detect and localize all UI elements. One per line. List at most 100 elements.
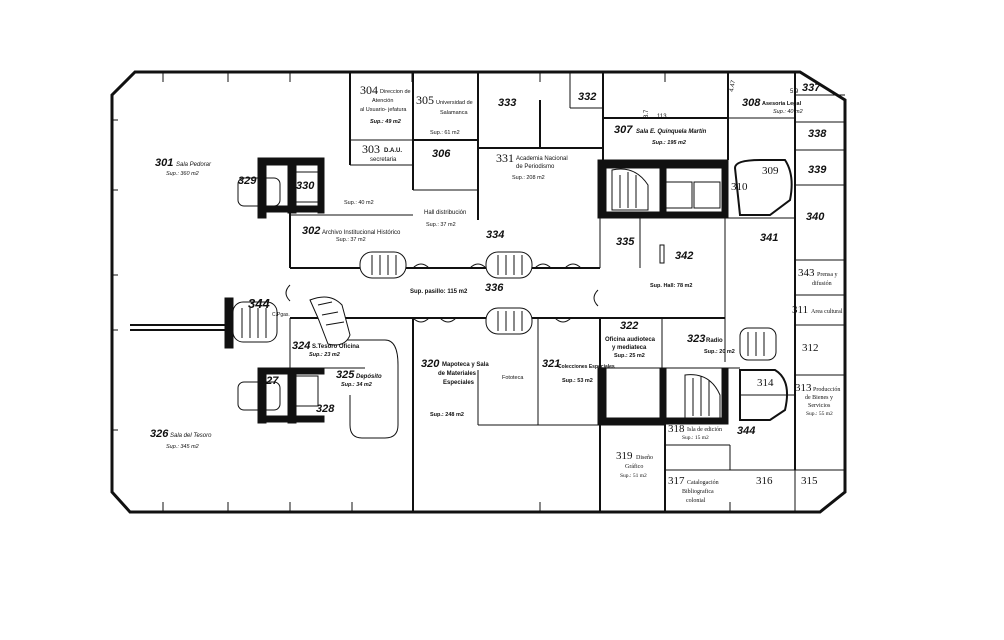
room-317: 317 Catalogación Bibliografica colonial <box>668 475 719 504</box>
svg-text:304: 304 <box>360 83 378 97</box>
pasillo-label: Sup. pasillo: 115 m2 <box>410 289 468 295</box>
svg-text:Sup.: 53 m2: Sup.: 53 m2 <box>562 378 593 384</box>
room-341-number: 341 <box>760 232 778 244</box>
room-334-number: 334 <box>486 229 504 241</box>
room-343: 343 Prensa y difusión <box>798 267 838 287</box>
stair-318 <box>684 374 721 419</box>
svg-text:Sup.: 248 m2: Sup.: 248 m2 <box>430 412 464 418</box>
room-312-number: 312 <box>802 342 819 354</box>
svg-text:305: 305 <box>416 93 434 107</box>
room-307: 307 Sala E. Quinquela Martín Sup.: 195 m… <box>614 124 707 146</box>
room-310-number: 310 <box>731 181 748 193</box>
svg-text:303: 303 <box>362 142 380 156</box>
svg-text:319: 319 <box>616 450 633 462</box>
svg-text:Isla de edición: Isla de edición <box>687 427 722 433</box>
stair-344 <box>232 301 278 343</box>
svg-text:Area cultural: Area cultural <box>811 309 843 315</box>
room-319: 319 Diseño Gráfico Sup.: 51 m2 <box>616 450 653 479</box>
room-304: 304 Direccion de Atención al Usuario- je… <box>360 83 411 125</box>
room-322: 322 Oficina audioteca y mediateca Sup.: … <box>605 320 656 359</box>
svg-text:Sup.: 195 m2: Sup.: 195 m2 <box>652 140 686 146</box>
svg-text:Sup.: 25 m2: Sup.: 25 m2 <box>614 353 645 359</box>
core-blocks <box>224 157 729 425</box>
stair-310 <box>611 168 649 211</box>
secretaria-label: secretaria <box>370 157 397 163</box>
room-327-number: 327 <box>260 375 279 387</box>
svg-text:Depósito: Depósito <box>356 374 382 380</box>
stair-334 <box>485 251 533 279</box>
svg-text:Asesoria Legal: Asesoria Legal <box>762 101 802 107</box>
svg-text:Sup.: 49 m2: Sup.: 49 m2 <box>370 119 401 125</box>
svg-text:311: 311 <box>792 304 808 316</box>
svg-text:Sala del Tesoro: Sala del Tesoro <box>170 433 212 439</box>
svg-text:Especiales: Especiales <box>443 380 475 386</box>
room-308: 308 Asesoria Legal Sup.: 40 m2 <box>742 97 803 115</box>
svg-text:Sup.: 40 m2: Sup.: 40 m2 <box>344 200 374 206</box>
room-324: 324 S.Tesoro Oficina Sup.: 23 m2 <box>292 340 360 358</box>
room-339-number: 339 <box>808 164 827 176</box>
svg-text:Sup.: 55 m2: Sup.: 55 m2 <box>806 411 833 417</box>
svg-text:Colecciones Especiales: Colecciones Especiales <box>558 364 615 370</box>
fototeca-label: Fototeca <box>502 375 524 381</box>
room-318: 318 Isla de edición Sup.: 15 m2 <box>668 423 722 441</box>
svg-text:colonial: colonial <box>686 498 706 504</box>
room-337-number: 337 <box>802 82 821 94</box>
room-330-number: 330 <box>296 180 315 192</box>
room-342: 342 Sup. Hall: 78 m2 <box>650 250 693 289</box>
stair-336 <box>485 307 533 335</box>
room-309-number: 309 <box>762 165 779 177</box>
svg-text:al Usuario- jefatura: al Usuario- jefatura <box>360 107 407 113</box>
room-338-number: 338 <box>808 128 827 140</box>
tiny-58: 5.9 <box>790 89 799 95</box>
room-340-number: 340 <box>806 211 825 223</box>
handwritten-note: C.Pgas. <box>272 312 290 318</box>
svg-text:307: 307 <box>614 124 633 136</box>
hall-area-label: Sup.: 37 m2 <box>426 222 456 228</box>
room-315-number: 315 <box>801 475 818 487</box>
svg-text:343: 343 <box>798 267 815 279</box>
svg-text:Sup.: 20 m2: Sup.: 20 m2 <box>704 349 735 355</box>
room-306-number: 306 <box>432 148 451 160</box>
room-labels: 301 Sala Pedorar Sup.: 360 m2 302 Archiv… <box>150 79 843 504</box>
tiny-113: 113 <box>657 114 667 120</box>
svg-text:331: 331 <box>496 151 514 165</box>
room-302: 302 Archivo Institucional Histórico Sup.… <box>302 200 401 243</box>
stair-324 <box>309 296 351 346</box>
svg-text:Academia Nacional: Academia Nacional <box>516 156 568 162</box>
svg-text:Sup.: 208 m2: Sup.: 208 m2 <box>512 175 545 181</box>
svg-text:S.Tesoro Oficina: S.Tesoro Oficina <box>312 344 360 350</box>
room-344a-number: 344 <box>248 296 270 311</box>
svg-text:342: 342 <box>675 250 693 262</box>
room-313: 313 Producción de Bienes y Servicios Sup… <box>795 382 840 417</box>
svg-text:324: 324 <box>292 340 310 352</box>
svg-text:Archivo Institucional Históric: Archivo Institucional Histórico <box>322 230 401 236</box>
svg-text:Bibliografica: Bibliografica <box>682 488 714 495</box>
svg-text:Diseño: Diseño <box>636 455 653 461</box>
svg-text:Producción: Producción <box>813 387 840 393</box>
svg-text:313: 313 <box>795 382 812 394</box>
svg-text:Sup.: 51 m2: Sup.: 51 m2 <box>620 473 647 479</box>
room-320: 320 Mapoteca y Sala de Materiales Especi… <box>421 358 489 418</box>
svg-text:317: 317 <box>668 475 685 487</box>
room-323: 323 Radio Sup.: 20 m2 <box>687 333 735 355</box>
svg-text:308: 308 <box>742 97 761 109</box>
room-325: 325 Depósito Sup.: 34 m2 <box>336 369 382 388</box>
dau-label: D.A.U. <box>384 148 402 154</box>
tiny-447: 4.47 <box>729 79 737 92</box>
svg-text:de Bienes y: de Bienes y <box>805 395 833 401</box>
hall-distribucion-label: Hall distribución <box>424 210 466 216</box>
door-openings <box>285 263 599 323</box>
svg-text:Sup.: 360 m2: Sup.: 360 m2 <box>166 171 199 177</box>
svg-text:Oficina audioteca: Oficina audioteca <box>605 337 656 343</box>
room-314-number: 314 <box>757 377 774 389</box>
room-305: 305 Universidad de Salamanca Sup.: 61 m2 <box>416 93 473 136</box>
svg-text:Sup.: 34 m2: Sup.: 34 m2 <box>341 382 372 388</box>
svg-text:301: 301 <box>155 157 173 169</box>
svg-text:Servicios: Servicios <box>808 403 831 409</box>
svg-text:Gráfico: Gráfico <box>625 463 643 470</box>
svg-text:Catalogación: Catalogación <box>687 480 719 486</box>
room-333-number: 333 <box>498 97 516 109</box>
svg-text:320: 320 <box>421 358 440 370</box>
svg-text:Atención: Atención <box>372 98 393 104</box>
